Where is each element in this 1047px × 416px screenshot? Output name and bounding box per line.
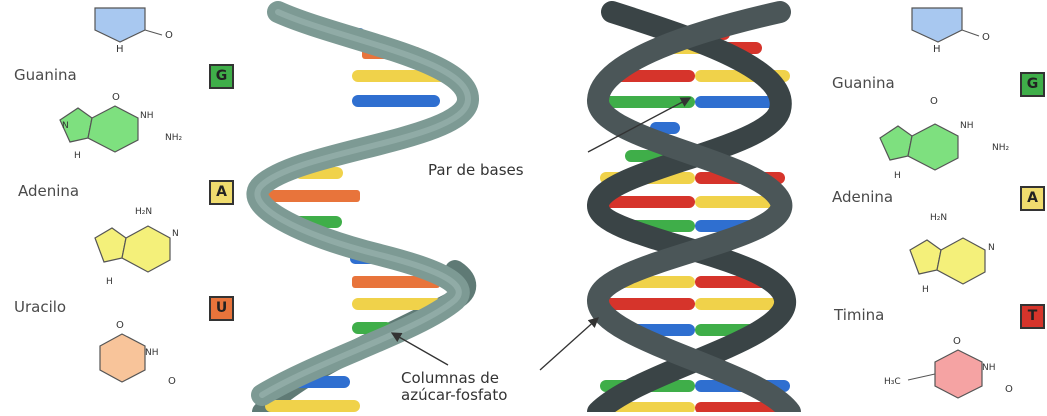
callout-columnas-line1: Columnas de [401,370,507,387]
badge-u-left: U [209,296,234,321]
label-uracilo-left: Uracilo [14,298,66,316]
svg-text:NH: NH [982,363,996,373]
svg-text:NH: NH [140,111,154,121]
svg-text:O: O [116,320,124,331]
badge-g-left: G [209,64,234,89]
label-adenina-left: Adenina [18,182,79,200]
svg-text:O: O [982,32,990,43]
svg-text:N: N [62,121,69,131]
svg-text:NH₂: NH₂ [165,133,183,143]
uracil-molecule-left: O NH O [100,320,176,387]
svg-text:O: O [953,336,961,347]
backbone-pointer-left [392,333,448,365]
badge-a-right: A [1020,186,1045,211]
callout-columnas-line2: azúcar-fosfato [401,387,507,404]
adenine-molecule-right: H₂N N H [910,213,995,295]
svg-text:O: O [930,96,938,107]
backbone-pointer-right [540,318,598,370]
rna-base-adenine [265,400,360,412]
svg-text:O: O [165,30,173,41]
svg-text:O: O [112,92,120,103]
svg-text:NH₂: NH₂ [992,143,1010,153]
callout-columnas: Columnas de azúcar-fosfato [401,370,507,404]
svg-text:O: O [168,376,176,387]
dna-helix [598,12,790,412]
rna-base-cytosine [352,95,440,107]
svg-text:H: H [106,277,113,287]
svg-text:H: H [922,285,929,295]
cytosine-molecule-right-top: H O [912,8,990,55]
svg-text:H₂N: H₂N [135,207,152,217]
svg-text:O: O [1005,384,1013,395]
guanine-molecule-left: O NH NH₂ N H [60,92,183,161]
svg-text:NH: NH [960,121,974,131]
svg-text:H₃C: H₃C [884,377,901,387]
mol-label: H [116,44,124,55]
callout-par-de-bases: Par de bases [428,162,524,179]
badge-a-left: A [209,180,234,205]
badge-g-right: G [1020,72,1045,97]
label-adenina-right: Adenina [832,188,893,206]
svg-text:H: H [933,44,941,55]
dna-base-pair [600,96,695,108]
svg-text:H: H [894,171,901,181]
rna-helix [257,12,468,412]
label-guanina-right: Guanina [832,74,895,92]
label-timina-right: Timina [834,306,884,324]
label-guanina-left: Guanina [14,66,77,84]
cytosine-molecule-left-top: H O [95,8,173,55]
svg-text:H: H [74,151,81,161]
thymine-molecule-right: H₃C O NH O [884,336,1013,398]
guanine-molecule-right: O NH NH₂ H [880,96,1010,181]
svg-text:N: N [172,229,179,239]
dna-base-pair [600,298,695,310]
rna-base-uracil [265,190,360,202]
svg-text:NH: NH [145,348,159,358]
badge-t-right: T [1020,304,1045,329]
adenine-molecule-left: H₂N N H [95,207,179,287]
svg-text:N: N [988,243,995,253]
svg-text:H₂N: H₂N [930,213,947,223]
